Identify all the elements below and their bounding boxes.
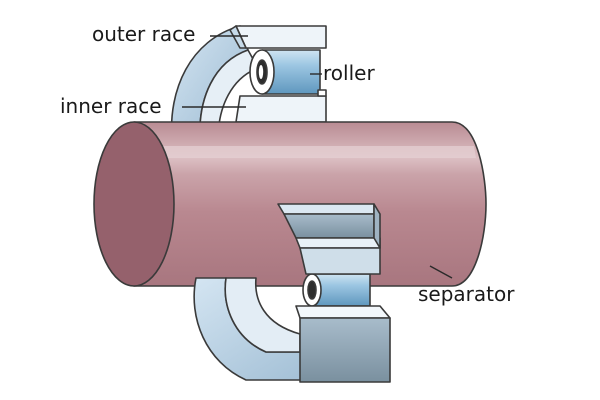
upper-outer-race-block [229, 25, 327, 49]
separator-leader [429, 265, 453, 279]
lower-roller [299, 247, 381, 307]
upper-roller [249, 49, 321, 95]
outer-race-label: outer race [92, 22, 196, 46]
roller-label: roller [323, 61, 375, 85]
lower-inner-race-block [295, 305, 391, 383]
separator-cage [277, 203, 381, 249]
inner-race-label: inner race [60, 94, 162, 118]
separator-label: separator [418, 282, 515, 306]
leader-lines [182, 35, 453, 279]
